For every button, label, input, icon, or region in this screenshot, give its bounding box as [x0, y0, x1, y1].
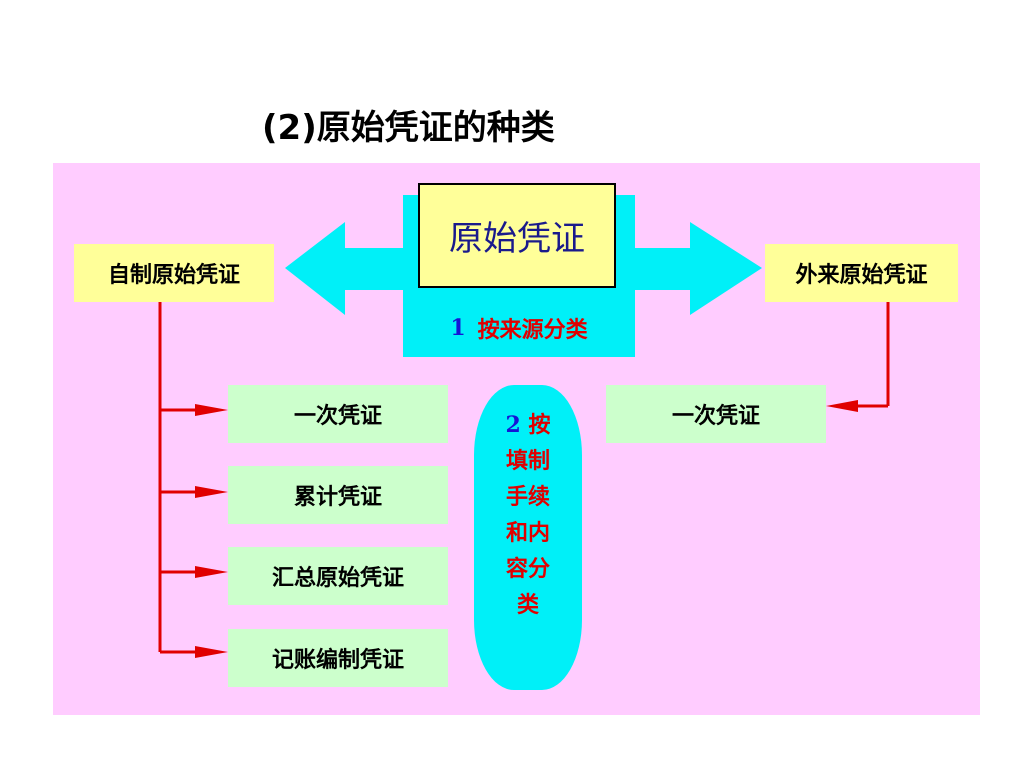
arrowhead: [195, 404, 228, 416]
left-item-bookkeeping: 记账编制凭证: [228, 629, 448, 687]
category2-number: 2: [505, 412, 521, 438]
left-connectors: [158, 302, 205, 654]
right-connector: [845, 302, 890, 408]
category2-line: 2 按: [505, 412, 551, 438]
external-box: 外来原始凭证: [765, 244, 958, 302]
self-made-box: 自制原始凭证: [74, 244, 274, 302]
left-arrowheads: [195, 404, 228, 658]
category1-label: 1 按来源分类: [410, 306, 628, 350]
left-item-summary: 汇总原始凭证: [228, 547, 448, 605]
category2-line: 类: [516, 592, 539, 618]
category1-number: 1: [450, 315, 466, 341]
page-title: (2)原始凭证的种类: [262, 108, 555, 148]
category2-line: 和内: [505, 520, 550, 546]
center-box: 原始凭证: [418, 183, 616, 288]
category2-line: 容分: [505, 556, 550, 582]
category2-line: 手续: [505, 484, 550, 510]
arrowhead: [195, 486, 228, 498]
category2-label: 2 按 填制 手续 和内 容分 类: [474, 385, 582, 690]
right-item-once: 一次凭证: [606, 385, 826, 443]
arrowhead: [195, 566, 228, 578]
category2-line: 填制: [505, 448, 550, 474]
category1-text: 按来源分类: [477, 317, 588, 343]
left-item-once: 一次凭证: [228, 385, 448, 443]
arrowhead: [826, 400, 858, 412]
arrowhead: [195, 646, 228, 658]
left-item-cumulative: 累计凭证: [228, 466, 448, 524]
